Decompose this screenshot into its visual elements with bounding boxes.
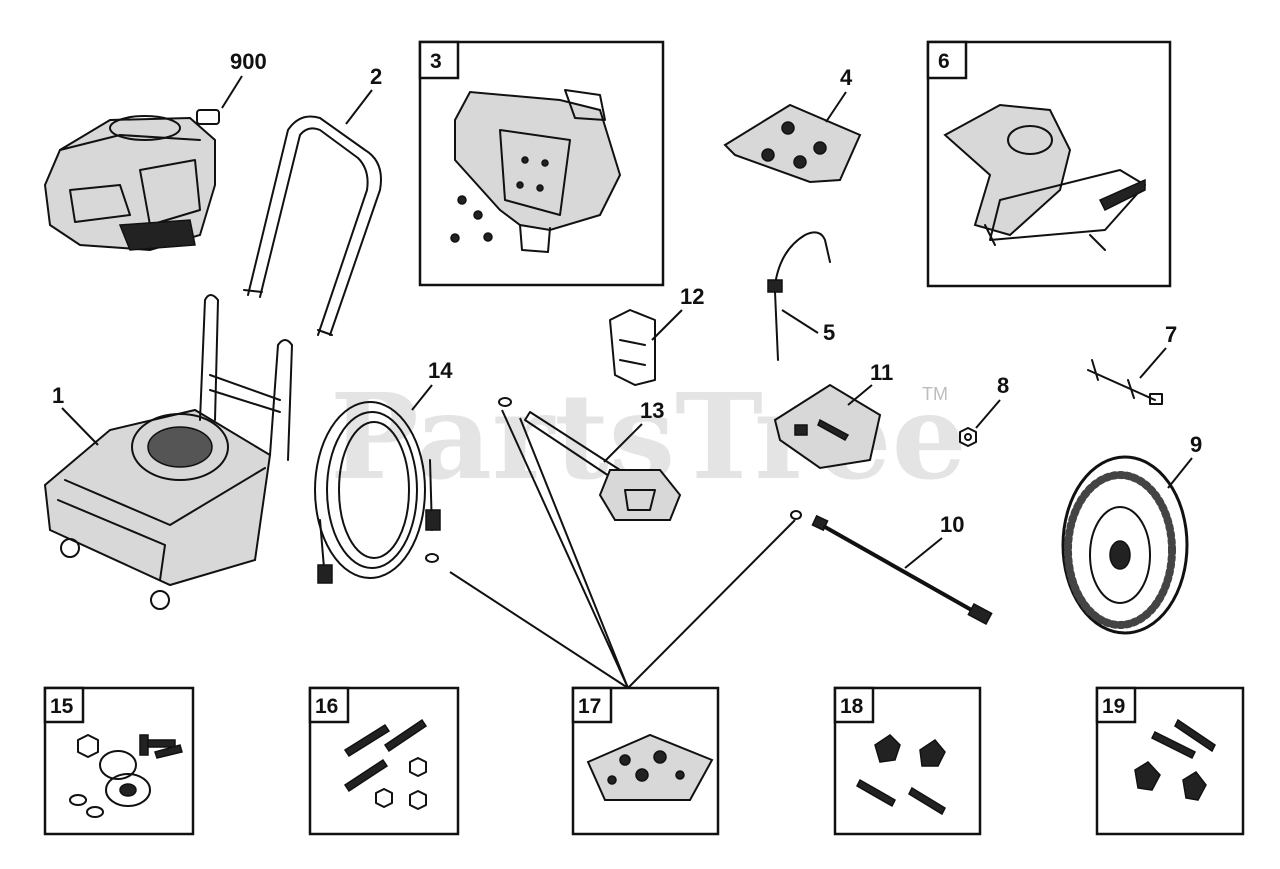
box-number-18: 18 [840,695,864,718]
callout-2: 2 [370,64,382,89]
knob-kit-icon [856,734,946,816]
box-number-17: 17 [578,695,601,718]
lance-icon[interactable] [790,510,993,626]
callout-8: 8 [997,373,1009,398]
hardware-kit-icon [343,718,428,810]
callout-14: 14 [428,358,453,383]
dipstick-icon[interactable] [767,231,831,361]
callout-12: 12 [680,284,704,309]
callout-9: 9 [1190,432,1202,457]
holder-icon[interactable] [609,309,656,386]
panel-box-3[interactable]: 3 [418,40,665,287]
callout-900: 900 [230,49,267,74]
callout-13: 13 [640,398,664,423]
kit-box-18[interactable]: 18 [833,686,982,836]
nut-icon[interactable] [959,427,977,447]
hardware-bag-icon [586,733,714,801]
pump-box-6[interactable]: 6 [926,40,1172,288]
box-number-3: 3 [430,50,442,73]
callout-10: 10 [940,512,964,537]
kit-box-19[interactable]: 19 [1095,686,1245,836]
callout-1: 1 [52,383,64,408]
callout-11: 11 [870,360,893,385]
hardware-bag-icon[interactable] [723,103,862,184]
callout-7: 7 [1165,322,1177,347]
pump-icon [943,103,1146,251]
engine-icon[interactable] [43,109,220,252]
kit-box-15[interactable]: 15 [43,686,195,836]
box-number-16: 16 [315,695,338,718]
watermark-tm: TM [922,384,948,404]
hardware-bag-icon[interactable] [773,383,882,470]
kit-box-16[interactable]: 16 [308,686,460,836]
axle-bolt-icon[interactable] [1087,359,1163,405]
box-number-15: 15 [50,695,74,718]
box-17-leaders [449,409,796,689]
box-number-6: 6 [938,50,950,73]
frame-base-icon[interactable] [43,294,293,610]
spray-gun-icon[interactable] [498,397,682,521]
callout-5: 5 [823,320,835,345]
wheel-icon[interactable] [1061,455,1189,635]
handle-icon[interactable] [243,115,382,336]
hardware-kit-icon [69,734,183,818]
hose-icon[interactable] [314,401,441,584]
control-panel-icon [450,89,622,253]
callout-4: 4 [840,65,853,90]
knob-kit-icon [1134,718,1216,801]
kit-box-17[interactable]: 17 [571,686,720,836]
box-number-19: 19 [1102,695,1125,718]
